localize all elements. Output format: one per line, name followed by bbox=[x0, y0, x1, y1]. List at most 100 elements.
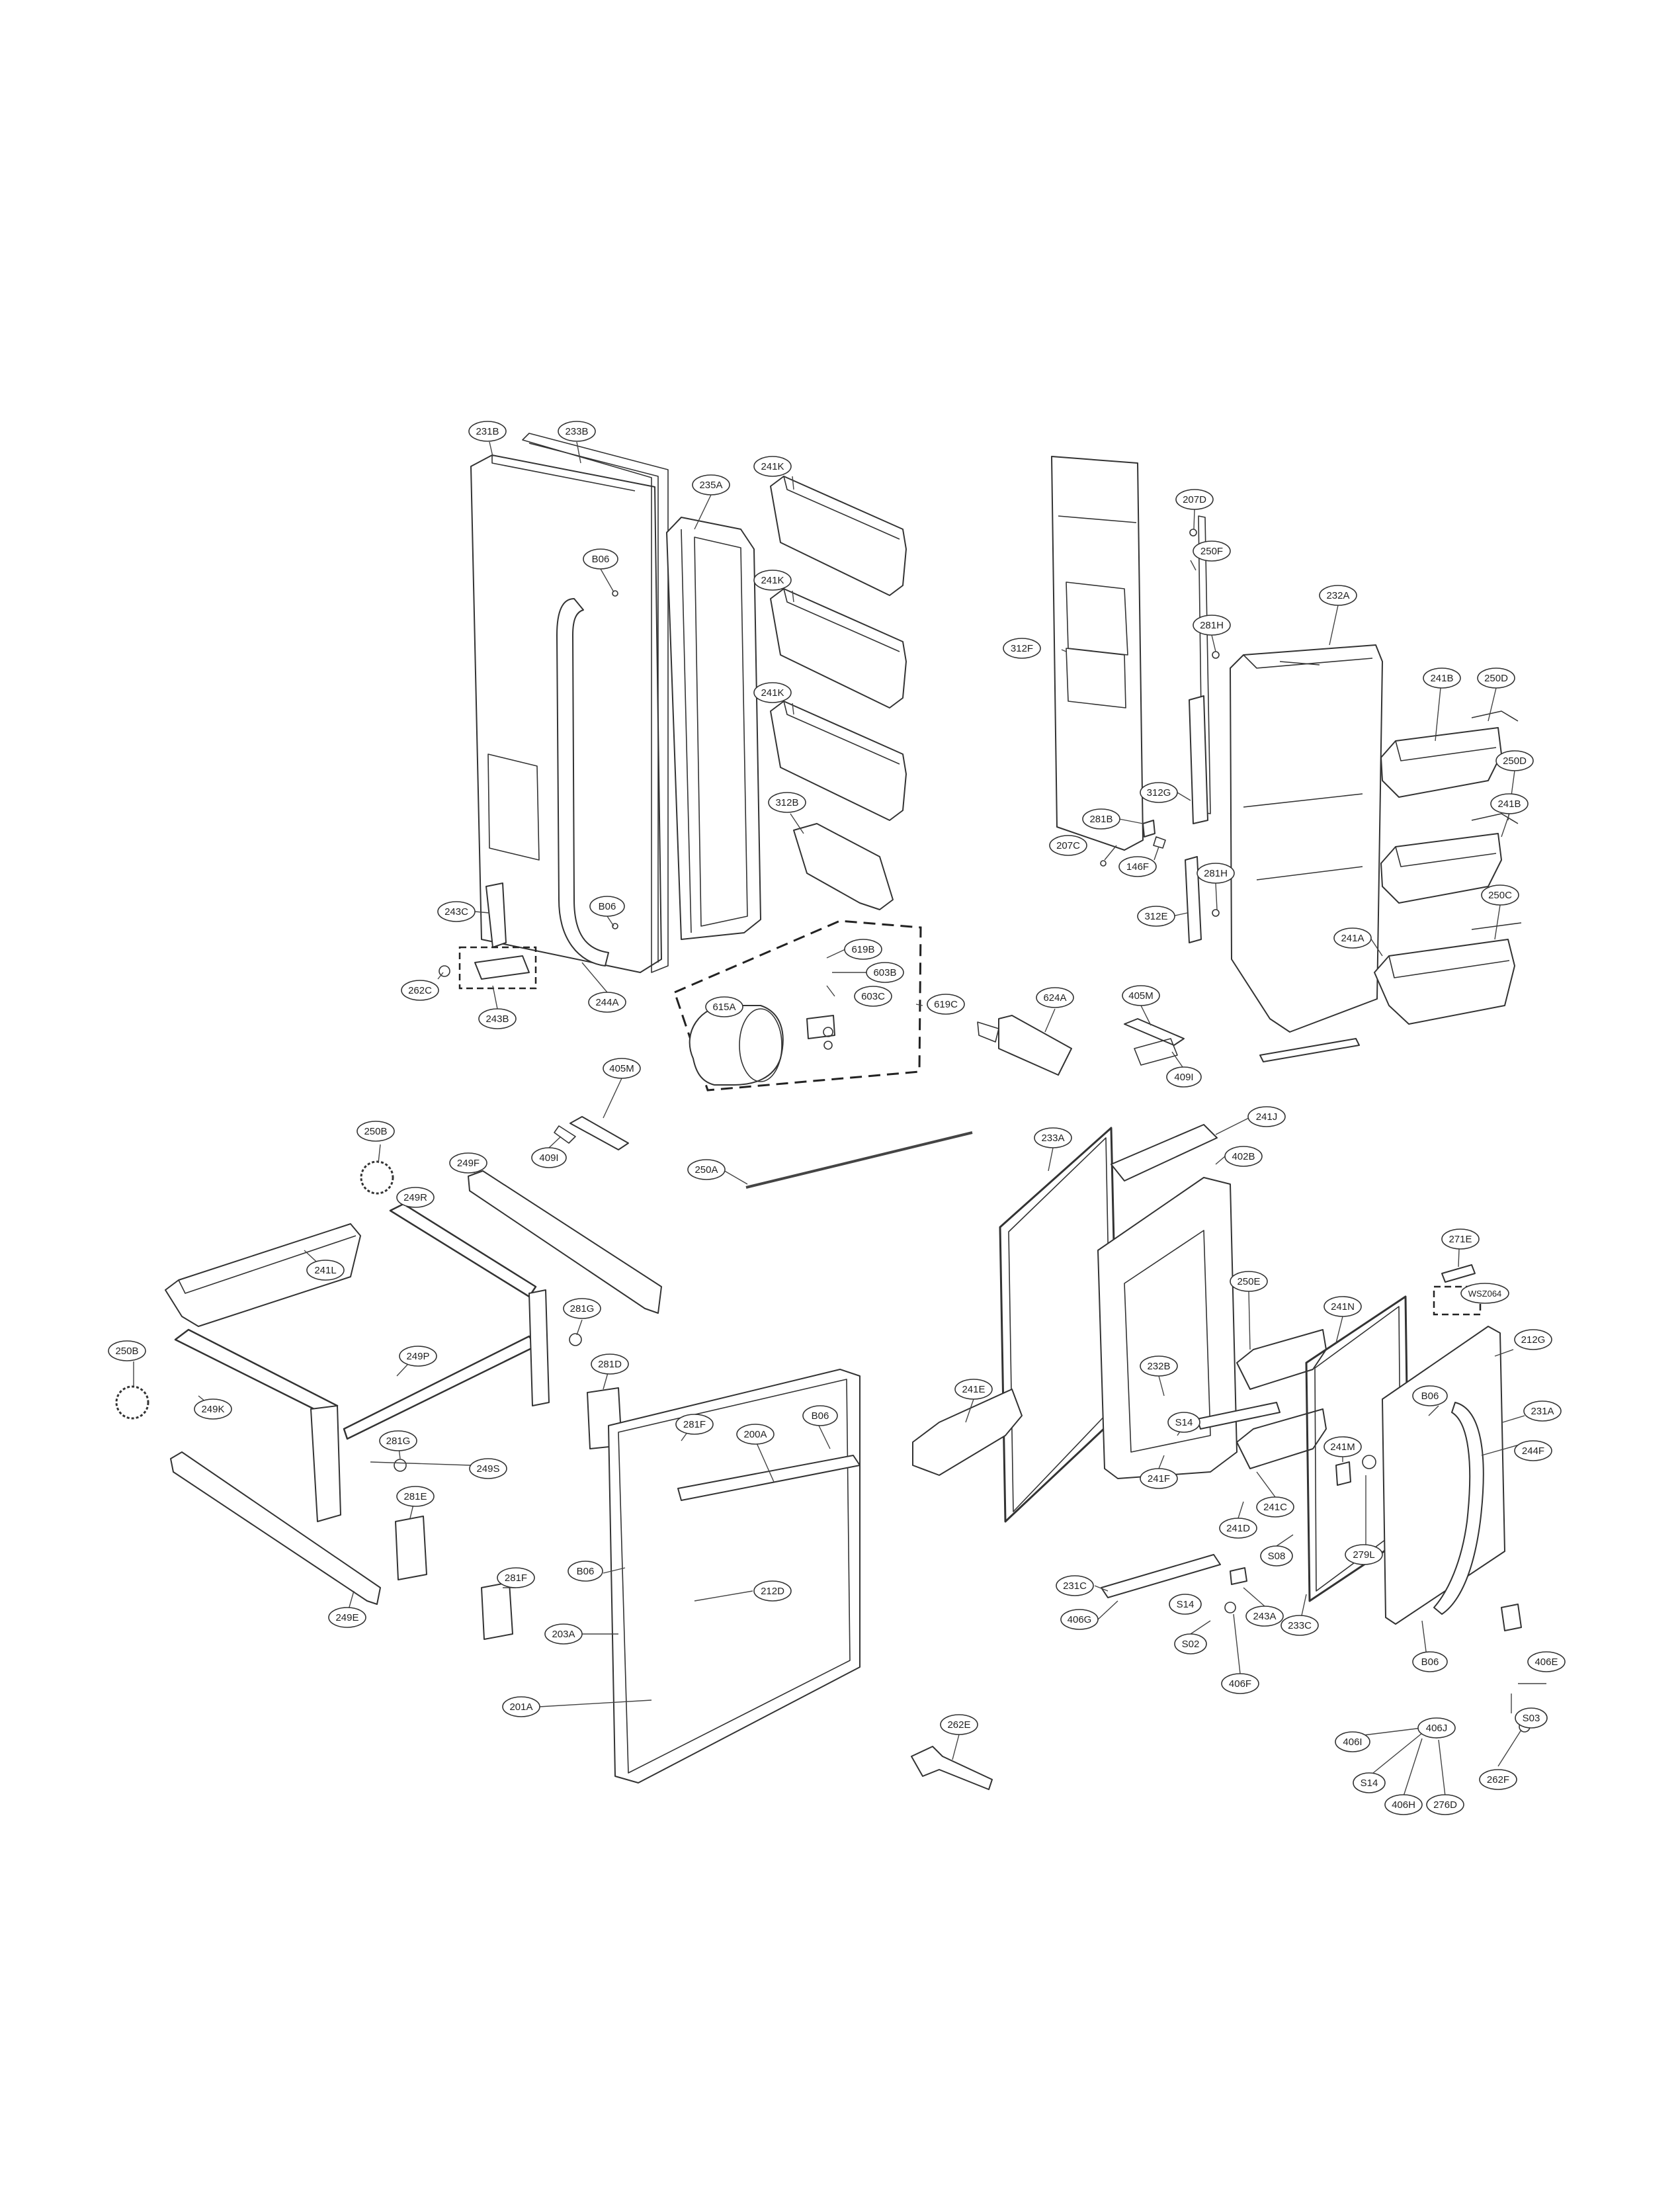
callout-244F: 244F bbox=[1514, 1440, 1552, 1461]
right-door-assembly bbox=[912, 1124, 1531, 1739]
callout-241K: 241K bbox=[753, 682, 792, 703]
callout-281G: 281G bbox=[379, 1430, 417, 1451]
callout-text: 241B bbox=[1430, 673, 1453, 684]
callout-312E: 312E bbox=[1137, 906, 1175, 927]
callout-241N: 241N bbox=[1323, 1296, 1362, 1317]
callout-text: 276D bbox=[1433, 1799, 1457, 1811]
callout-603B: 603B bbox=[866, 962, 904, 983]
callout-text: 241K bbox=[761, 687, 784, 699]
callout-text: 241L bbox=[314, 1265, 336, 1276]
callout-262E: 262E bbox=[940, 1714, 978, 1735]
callout-text: 241K bbox=[761, 575, 784, 586]
callout-406E: 406E bbox=[1527, 1651, 1566, 1672]
callout-text: WSZ064 bbox=[1468, 1289, 1502, 1299]
callout-241C: 241C bbox=[1256, 1496, 1294, 1518]
callout-text: 243A bbox=[1253, 1611, 1276, 1622]
callout-B06: B06 bbox=[567, 1561, 603, 1582]
callout-235A: 235A bbox=[692, 474, 730, 495]
callout-text: 406H bbox=[1392, 1799, 1415, 1811]
callout-text: 203A bbox=[552, 1629, 575, 1640]
callout-text: 281B bbox=[1089, 814, 1113, 825]
callout-281D: 281D bbox=[591, 1353, 629, 1375]
callout-text: 241C bbox=[1263, 1502, 1287, 1513]
callout-text: 231B bbox=[476, 426, 499, 437]
callout-243A: 243A bbox=[1245, 1606, 1284, 1627]
callout-text: B06 bbox=[1421, 1391, 1439, 1402]
callout-text: 250A bbox=[694, 1164, 718, 1176]
callout-405M: 405M bbox=[1122, 985, 1160, 1006]
callout-262C: 262C bbox=[401, 980, 439, 1001]
callout-406G: 406G bbox=[1060, 1609, 1099, 1630]
callout-text: 406E bbox=[1534, 1656, 1558, 1668]
freezer-drawer-assembly bbox=[115, 1160, 993, 1790]
callout-text: S14 bbox=[1175, 1417, 1193, 1428]
callout-text: 406F bbox=[1229, 1678, 1251, 1690]
callout-615A: 615A bbox=[705, 996, 743, 1017]
callout-249S: 249S bbox=[469, 1458, 507, 1479]
callout-241E: 241E bbox=[954, 1379, 993, 1400]
callout-233C: 233C bbox=[1281, 1615, 1319, 1636]
callout-text: 405M bbox=[609, 1063, 634, 1074]
callout-B06: B06 bbox=[1412, 1385, 1448, 1406]
callout-243C: 243C bbox=[437, 901, 476, 922]
callout-241D: 241D bbox=[1219, 1518, 1257, 1539]
callout-S08: S08 bbox=[1260, 1545, 1293, 1567]
callout-B06: B06 bbox=[802, 1405, 838, 1426]
callout-text: 241D bbox=[1226, 1523, 1250, 1534]
callout-text: 281H bbox=[1204, 868, 1228, 879]
callout-text: S14 bbox=[1361, 1778, 1378, 1789]
callout-text: 233B bbox=[565, 426, 588, 437]
callout-271E: 271E bbox=[1441, 1228, 1480, 1250]
callout-text: 281F bbox=[683, 1419, 706, 1430]
callout-624A: 624A bbox=[1036, 987, 1074, 1008]
callout-text: B06 bbox=[1421, 1656, 1439, 1668]
callout-244A: 244A bbox=[588, 992, 626, 1013]
callout-text: 232B bbox=[1147, 1361, 1170, 1372]
callout-text: B06 bbox=[812, 1410, 829, 1422]
callout-text: 232A bbox=[1326, 590, 1349, 601]
callout-WSZ064: WSZ064 bbox=[1460, 1283, 1509, 1304]
callout-text: 312F bbox=[1011, 643, 1033, 654]
callout-text: S03 bbox=[1523, 1713, 1540, 1724]
callout-text: 249R bbox=[403, 1192, 427, 1203]
callout-text: 146F bbox=[1126, 861, 1149, 873]
callout-text: 200A bbox=[743, 1429, 767, 1440]
callout-text: 281H bbox=[1200, 620, 1224, 631]
callout-201A: 201A bbox=[502, 1696, 540, 1717]
callout-241B: 241B bbox=[1490, 793, 1529, 814]
callout-603C: 603C bbox=[854, 986, 892, 1007]
callout-text: 244A bbox=[595, 997, 618, 1008]
callout-text: 406I bbox=[1343, 1737, 1362, 1748]
callout-text: 312E bbox=[1144, 911, 1167, 922]
callout-text: 233C bbox=[1288, 1620, 1312, 1631]
callout-402B: 402B bbox=[1224, 1146, 1263, 1167]
callout-231C: 231C bbox=[1056, 1575, 1094, 1596]
callout-text: B06 bbox=[599, 901, 616, 912]
callout-text: 241K bbox=[761, 461, 784, 472]
callout-250D: 250D bbox=[1495, 750, 1534, 771]
callout-text: 241F bbox=[1148, 1473, 1170, 1484]
callout-text: 312G bbox=[1147, 787, 1171, 798]
callout-text: S08 bbox=[1268, 1551, 1286, 1562]
callout-text: 207C bbox=[1056, 840, 1080, 851]
callout-text: 409I bbox=[1174, 1072, 1193, 1083]
callout-text: 212G bbox=[1521, 1334, 1546, 1346]
dispenser-frame-assembly bbox=[1051, 456, 1522, 1062]
callout-281E: 281E bbox=[396, 1486, 435, 1507]
callout-241F: 241F bbox=[1140, 1468, 1178, 1489]
callout-text: 212D bbox=[761, 1586, 784, 1597]
callout-241K: 241K bbox=[753, 456, 792, 477]
callout-232B: 232B bbox=[1140, 1355, 1178, 1377]
callout-text: 624A bbox=[1043, 992, 1066, 1004]
callout-146F: 146F bbox=[1118, 856, 1157, 877]
callout-232A: 232A bbox=[1319, 585, 1357, 606]
callout-231B: 231B bbox=[468, 421, 507, 442]
callout-619B: 619B bbox=[844, 939, 882, 960]
callout-406H: 406H bbox=[1384, 1794, 1423, 1815]
callout-text: 281G bbox=[386, 1436, 411, 1447]
callout-312F: 312F bbox=[1003, 638, 1041, 659]
callout-text: 241J bbox=[1256, 1111, 1278, 1123]
callout-text: 281F bbox=[505, 1572, 527, 1584]
callout-text: 281D bbox=[598, 1359, 622, 1370]
